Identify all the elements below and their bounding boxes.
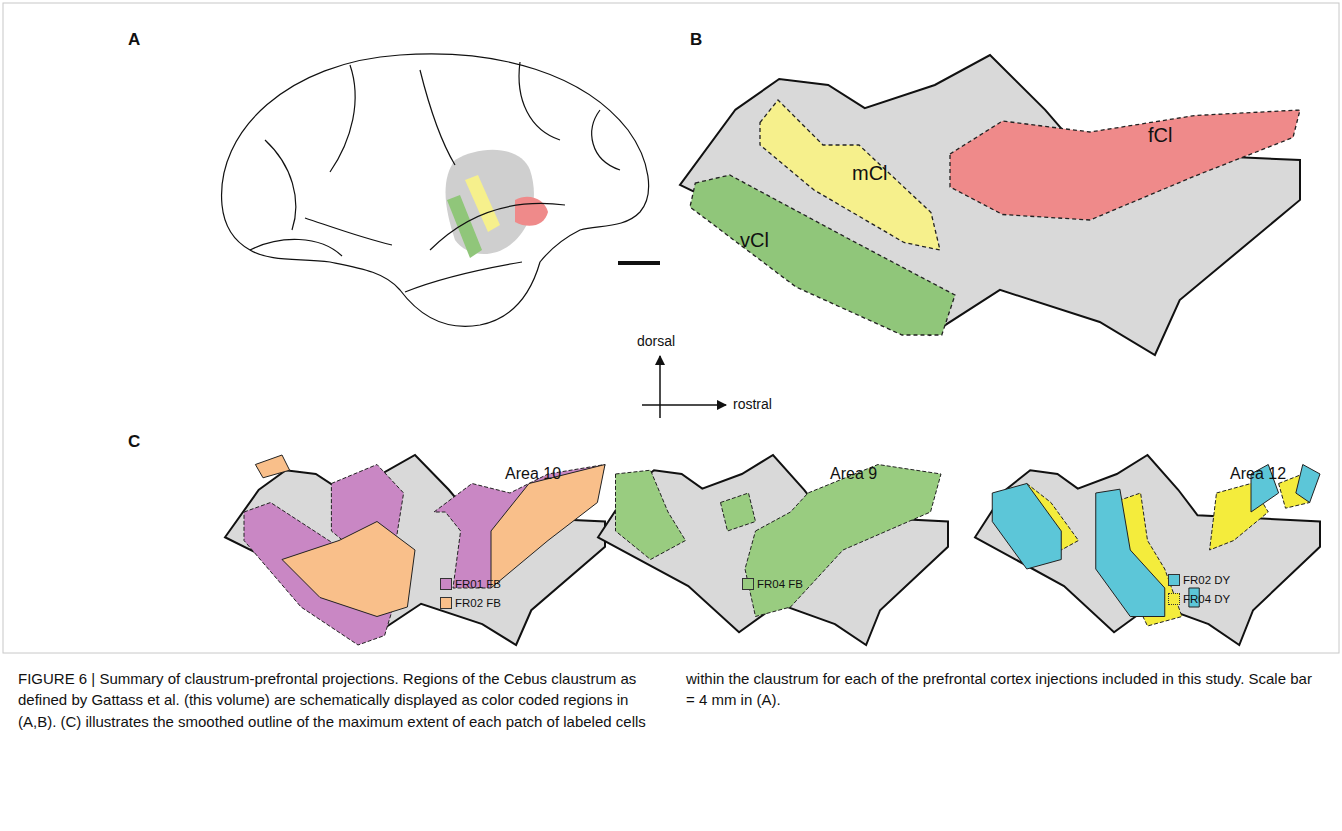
legend-swatch [440,597,452,609]
legend-text: FR02 DY [1183,574,1230,586]
label-patch [1296,465,1320,503]
claustrum-outline [680,55,1300,355]
axis-label: dorsal [637,333,675,349]
scale-bar [618,261,660,265]
legend-swatch [1168,593,1180,605]
legend-item: FR01 FB [440,578,501,590]
node-shape [950,110,1300,220]
region-label: vCl [740,229,769,252]
claustrum-map: Area 9 [598,455,948,645]
claustrum-map: Area 12 [975,455,1320,645]
sulcus [330,65,355,172]
sulcus [430,203,565,250]
panel-label: B [690,30,702,50]
label-patch [721,493,756,531]
label-patch [1096,489,1165,616]
label-patch [255,455,289,478]
legend-item: FR02 FB [440,597,501,609]
label-patch [992,484,1061,570]
legend-text: FR02 FB [455,597,501,609]
axis-arrow [659,356,661,418]
legend-swatch [440,578,452,590]
sulcus [405,262,522,292]
region-label: fCl [1148,124,1172,147]
brain-outline [222,54,649,326]
legend-item: FR04 FB [742,578,803,590]
sulcus [519,62,560,140]
label-patch [745,465,941,617]
legend-item: FR04 DY [1168,593,1230,605]
brain-drawing [222,54,649,326]
label-patch [491,465,605,589]
sulcus [265,140,296,230]
legend-text: FR01 FB [455,578,501,590]
panel-label: A [128,30,140,50]
claustrum-outline [225,455,605,645]
region-shape [690,175,955,335]
legend-item: FR02 DY [1168,574,1230,586]
claustrum-outline [975,455,1320,645]
figure-caption: FIGURE 6 | Summary of claustrum-prefront… [18,668,1324,732]
area-title: Area 10 [505,465,561,483]
claustrum-region: vCl [690,175,955,335]
claustrum-region: fCl [950,110,1300,220]
node-shape [975,455,1320,645]
label-patch [282,522,415,617]
node-shape [225,455,605,645]
axis-arrow [642,404,726,406]
legend-swatch [1168,574,1180,586]
region-shape [950,110,1300,220]
area-title: Area 9 [830,465,877,483]
sulcus [592,110,620,170]
node-shape [690,175,955,335]
sulcus [305,218,392,245]
panel-label: C [128,432,140,452]
claustrum-map: Area 10 [225,455,605,645]
axis-label: rostral [733,396,772,412]
claustrum-outline [598,455,948,645]
cerebellum-line [250,239,342,256]
legend-text: FR04 DY [1183,593,1230,605]
label-patch [434,465,605,589]
figure-frame [3,3,1339,653]
legend-swatch [742,578,754,590]
label-patch [616,470,686,559]
region-label: mCl [852,162,888,185]
sulcus [420,70,455,165]
middle-claustrum-patch [465,175,500,232]
frontal-claustrum-patch [515,197,548,226]
area-title: Area 12 [1230,465,1286,483]
node-shape [598,455,948,645]
legend-text: FR04 FB [757,578,803,590]
